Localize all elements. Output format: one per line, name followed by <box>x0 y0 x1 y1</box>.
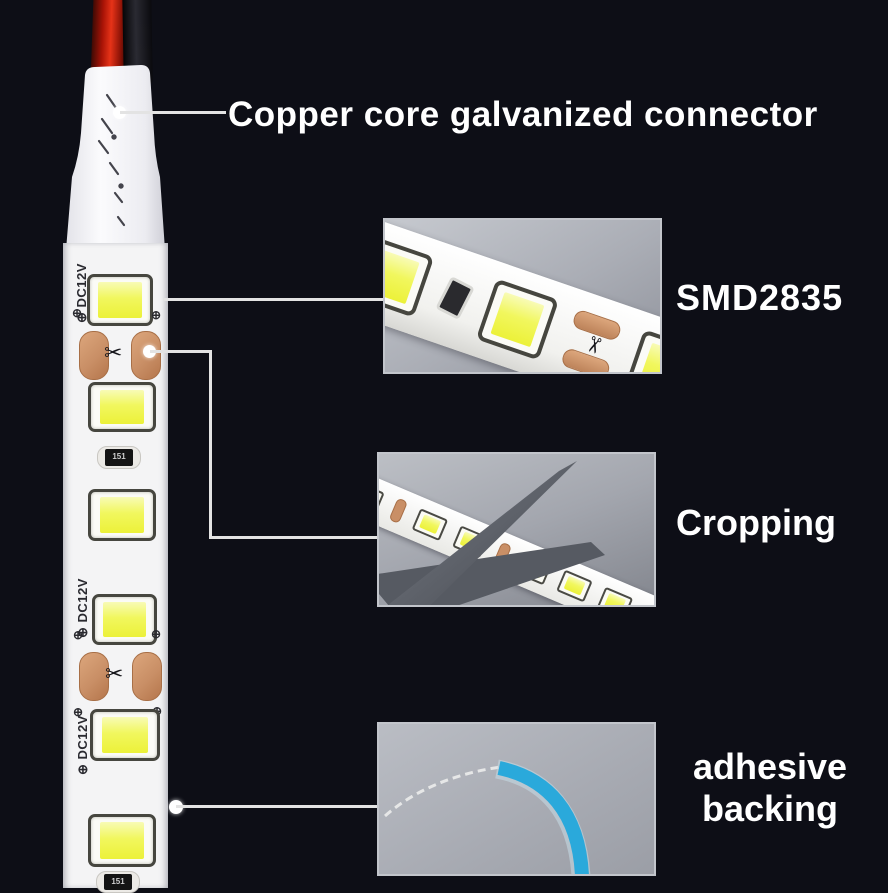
scissors-icon: ✂ <box>105 661 124 686</box>
leader-line-cropping <box>150 350 212 353</box>
polarity-mark-icon: ⊕ <box>73 628 84 642</box>
led-chip <box>88 814 156 867</box>
scissors-icon <box>379 461 605 605</box>
leader-line-smd <box>163 298 384 301</box>
inset-cropping-photo <box>377 452 656 607</box>
led-chip <box>623 329 660 372</box>
polarity-mark-icon: ⊕ <box>151 627 162 641</box>
led-chip <box>88 382 156 432</box>
led-chip <box>92 594 157 645</box>
solder-pad <box>79 331 109 380</box>
solder-pads: ✂ <box>555 301 627 372</box>
led-chip <box>87 274 153 326</box>
strip-closeup: ✂ <box>385 220 660 372</box>
resistor <box>435 276 475 320</box>
pen-marks-icon <box>97 93 126 227</box>
led-strip: ⊕ DC12V ⊕ ⊕ ✂ 151 ⊕ DC12V ⊕ ⊕ ✂ ⊕ ⊕ ⊕ DC… <box>63 243 168 893</box>
voltage-label: ⊕ DC12V <box>75 715 90 775</box>
leader-line-connector <box>120 111 226 114</box>
solder-pad <box>132 652 162 701</box>
resistor: 151 <box>97 446 141 469</box>
polarity-mark-icon: ⊕ <box>72 306 83 320</box>
connector-label: Copper core galvanized connector <box>228 95 818 134</box>
solder-pad <box>79 652 109 701</box>
led-chip <box>88 489 156 541</box>
adhesive-tape-curl <box>384 759 591 874</box>
smd2835-label: SMD2835 <box>676 277 844 318</box>
led-chip <box>90 709 160 761</box>
resistor: 151 <box>96 871 140 893</box>
polarity-mark-icon: ⊕ <box>151 308 162 322</box>
scissors-icon: ✂ <box>104 340 123 365</box>
polarity-mark-icon: ⊕ <box>73 705 84 719</box>
led-chip <box>475 278 560 361</box>
led-chip <box>385 235 435 318</box>
leader-line-cropping <box>209 350 212 539</box>
leader-line-adhesive <box>176 805 379 808</box>
inset-adhesive-photo <box>377 722 656 876</box>
connector-sleeve <box>66 65 165 250</box>
callout-dot <box>113 106 126 119</box>
callout-dot <box>143 345 156 358</box>
inset-smd2835-photo: ✂ <box>383 218 662 374</box>
cropping-label: Cropping <box>676 502 836 543</box>
leader-line-cropping <box>209 536 380 539</box>
